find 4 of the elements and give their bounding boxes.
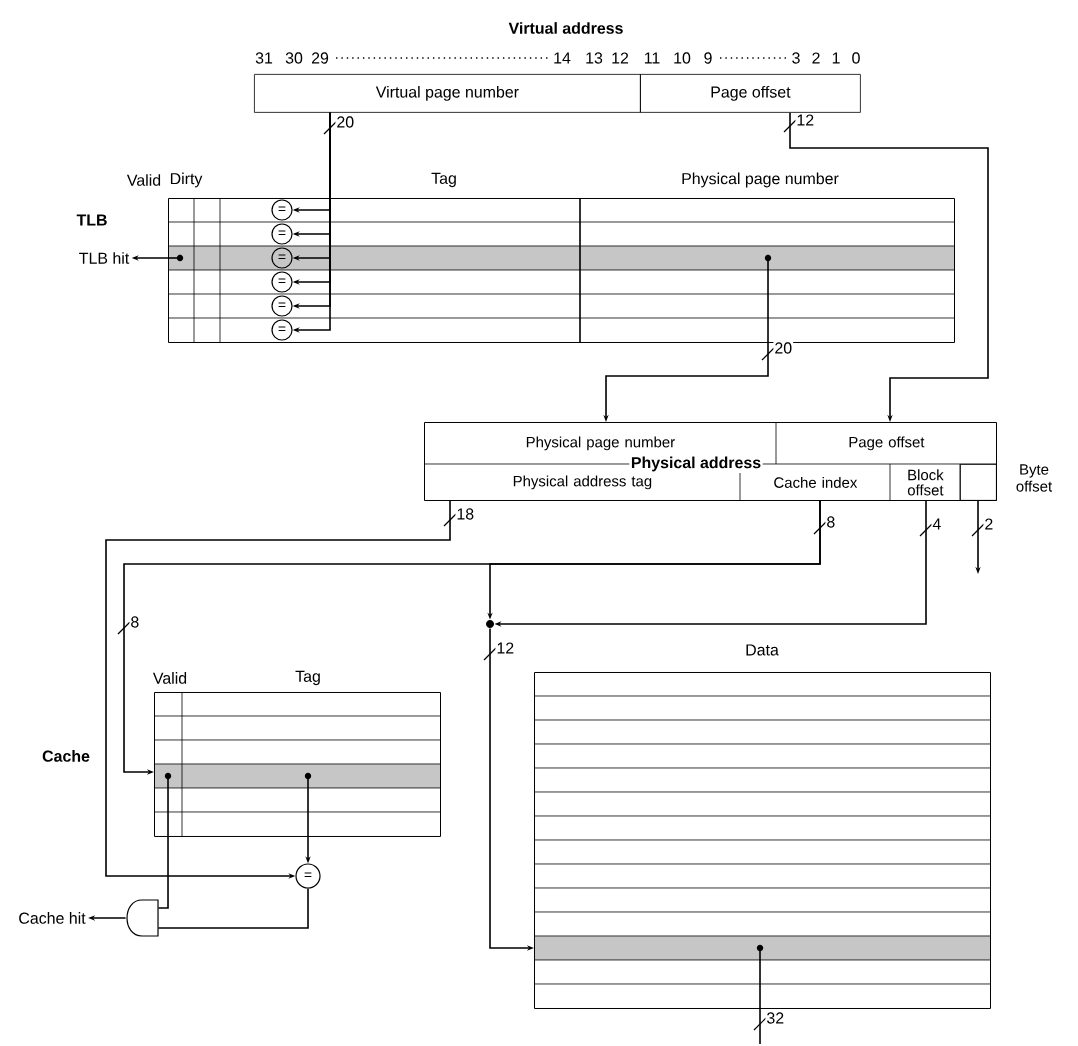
signal-line — [157, 887, 309, 929]
signal-line — [157, 836, 169, 909]
signal-line — [753, 1008, 767, 1045]
and-gate — [126, 899, 159, 937]
